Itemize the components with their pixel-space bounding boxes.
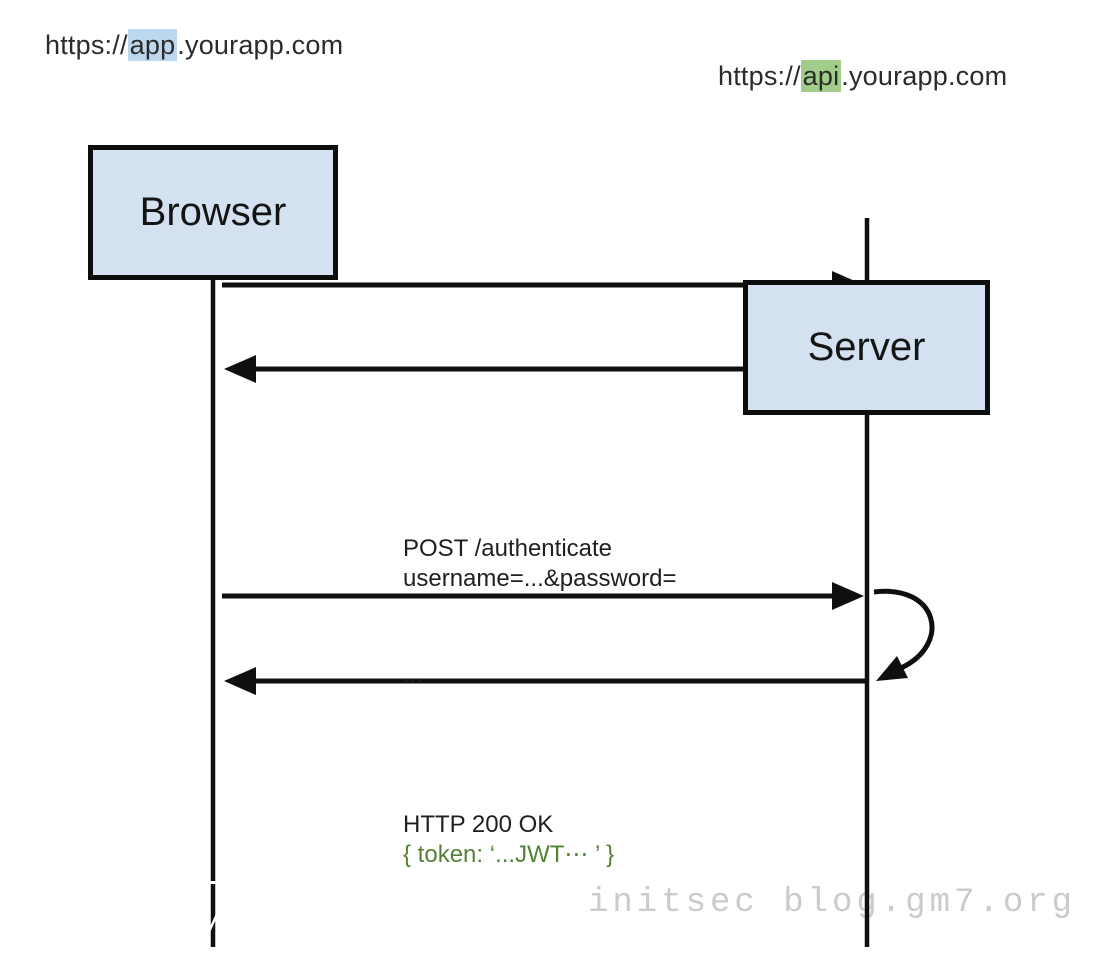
url-highlight-api: api [800,60,842,92]
url-prefix: https:// [718,61,801,91]
message-token-response: HTTP 200 OK { token: ‘...JWT⋯ ’ } [403,810,1104,870]
browser-actor-box: Browser [88,145,338,280]
server-actor-box: Server [743,280,990,415]
message-line: HTTP 200 OK [403,811,554,838]
arrowhead-name-response [224,667,256,695]
message-post-authenticate-overflow: ... [403,660,1104,690]
arrowhead-token-response [224,355,256,383]
arrowhead-validate-token [876,656,908,681]
lifeline-notch-artifact [209,881,218,884]
message-line: username=...&password= [403,565,677,592]
browser-origin-label: https://app.yourapp.com [45,29,1104,61]
url-prefix: https:// [45,30,128,60]
browser-actor-label: Browser [139,190,287,234]
server-actor-label: Server [807,325,926,369]
url-suffix: .yourapp.com [841,61,1008,91]
message-line: POST /authenticate [403,535,613,562]
message-line: ... [403,661,424,688]
server-origin-label: https://api.yourapp.com [718,60,1104,92]
message-post-authenticate: POST /authenticate username=...&password… [403,534,1104,594]
self-loop-validate-token [873,588,935,671]
url-suffix: .yourapp.com [177,30,344,60]
message-line-token: { token: ‘...JWT⋯ ’ } [403,841,615,868]
arrowhead-get-api-user [832,582,864,610]
lifeline-slash-artifact [204,909,221,939]
url-highlight-app: app [127,29,178,61]
watermark-text: initsec blog.gm7.org [588,884,1077,922]
